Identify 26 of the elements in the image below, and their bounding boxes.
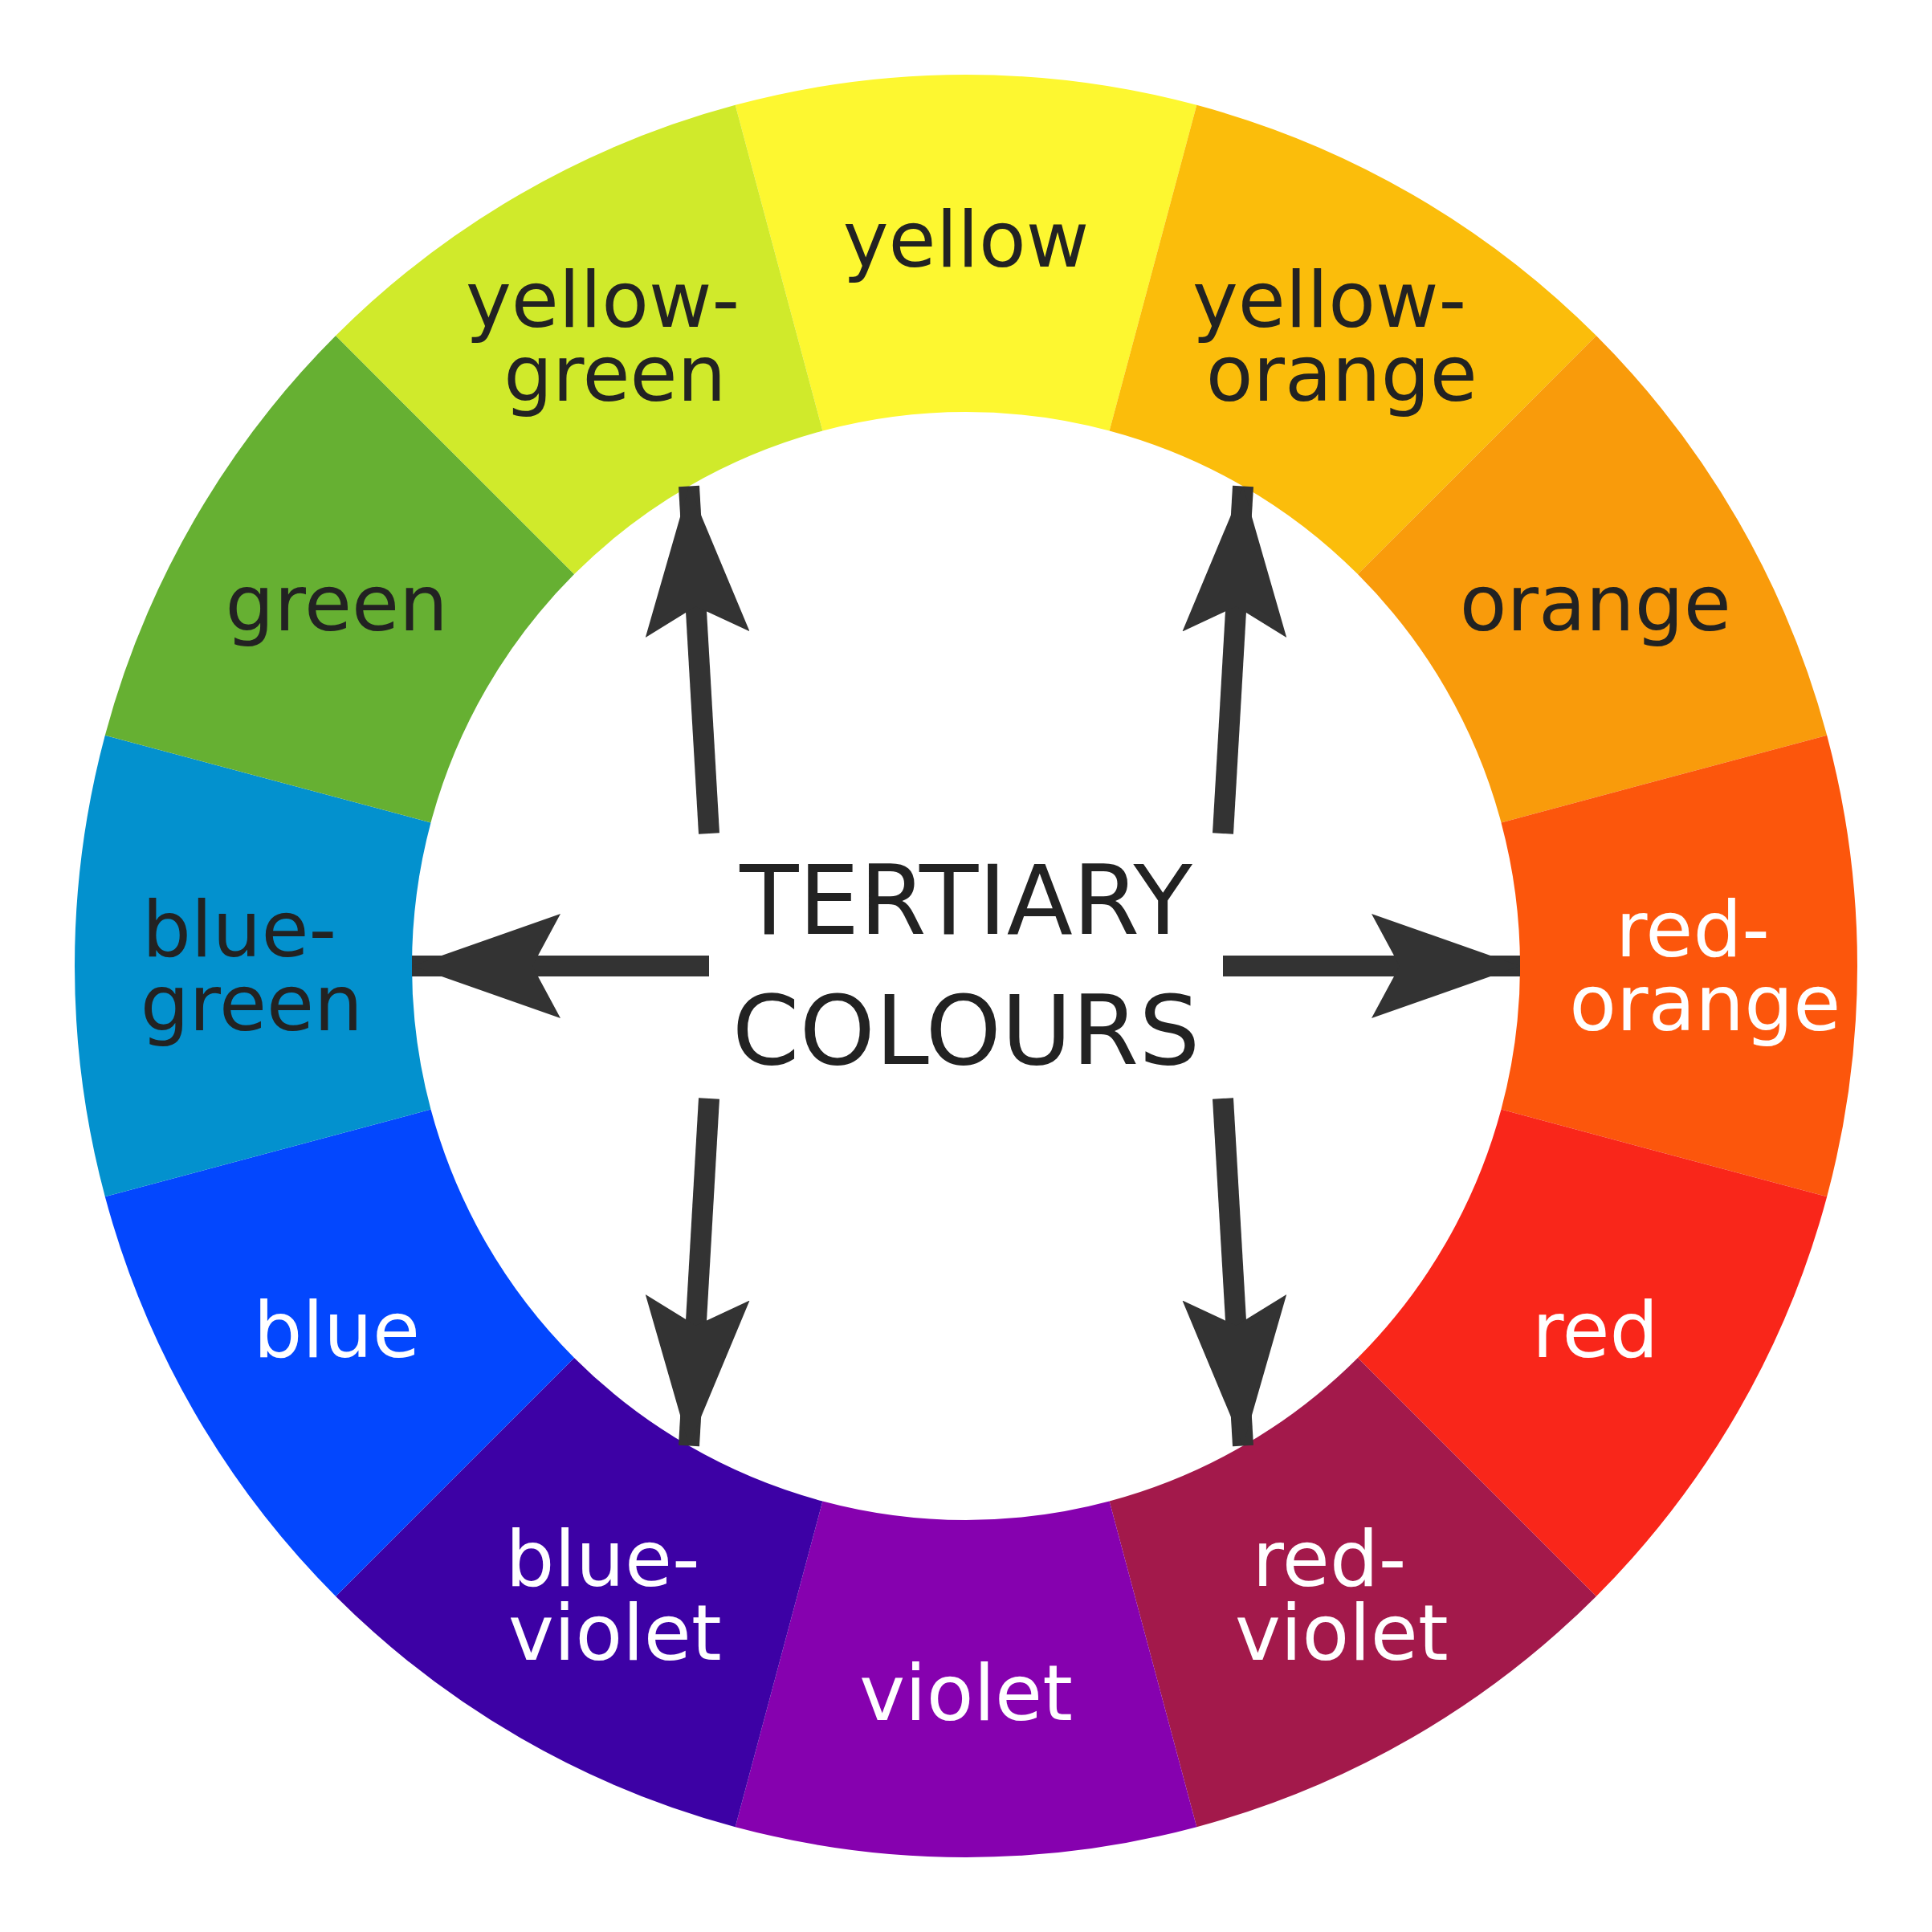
segment-label: blue- violet — [505, 1514, 722, 1678]
segment-label: yellow- orange — [1192, 255, 1478, 420]
wheel-segment — [336, 104, 823, 575]
wheel-segment — [735, 1501, 1197, 1857]
segment-label: yellow- green — [465, 255, 740, 420]
wheel-segment — [75, 735, 431, 1197]
segment-label: blue — [253, 1285, 420, 1376]
segment-label: green — [225, 558, 448, 649]
segment-label: yellow — [842, 195, 1090, 285]
arrow — [412, 914, 709, 1018]
segment-label: red — [1532, 1285, 1659, 1376]
center-title: TERTIARY COLOURS — [731, 844, 1201, 1088]
arrow — [645, 1098, 750, 1447]
segment-label: red- violet — [1234, 1514, 1449, 1678]
arrow — [1223, 914, 1520, 1018]
segment-label: violet — [859, 1649, 1073, 1738]
wheel-segment — [1109, 1357, 1596, 1828]
wheel-segment — [1501, 735, 1857, 1197]
wheel-segment — [336, 1357, 823, 1828]
wheel-segment — [1109, 104, 1596, 575]
segment-label: red- orange — [1569, 885, 1841, 1049]
arrow — [645, 485, 750, 834]
segment-label: blue- green — [140, 885, 363, 1049]
arrow — [1182, 485, 1287, 834]
segment-label: orange — [1459, 558, 1731, 649]
arrow — [1182, 1098, 1287, 1447]
